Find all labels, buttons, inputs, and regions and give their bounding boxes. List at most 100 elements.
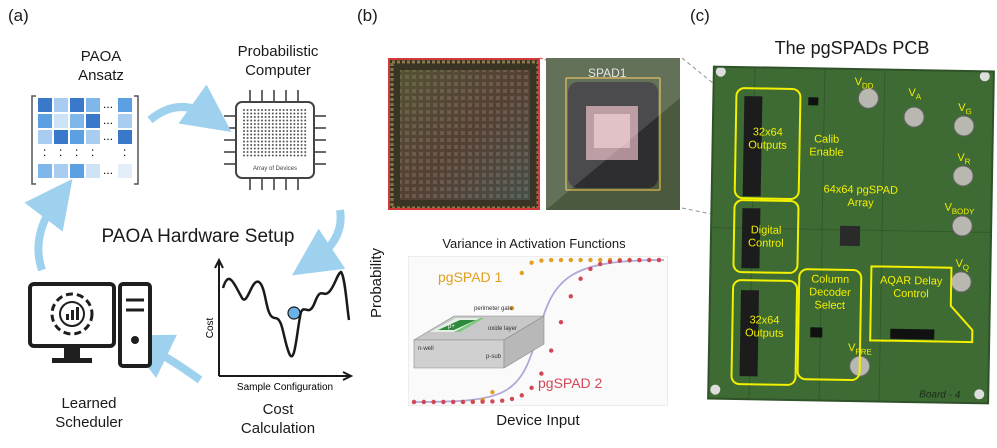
activation-xlabel: Device Input (496, 412, 580, 429)
sample-axis-label: Sample Configuration (237, 382, 333, 393)
inset-psub-label: p-sub (486, 354, 502, 360)
panel-c-label: (c) (690, 6, 710, 25)
pgspad2-point (500, 398, 505, 403)
column-decoder-label: Column Decoder Select (809, 273, 851, 312)
computer-title: Probabilistic Computer (218, 42, 338, 80)
pgspad2-point (549, 348, 554, 353)
cost-ball (287, 306, 301, 320)
pgspad2-point (451, 399, 456, 405)
pcb-board: Board - 4 32x64 Outputs Calib Enable Dig… (709, 67, 993, 403)
outputs-top-label: 32x64 Outputs (748, 126, 787, 152)
cost-line1: Cost (262, 401, 294, 418)
pgspad2-point (568, 294, 573, 299)
arrow-computer-to-cost (292, 209, 346, 276)
chip-label: Array of Devices (253, 166, 297, 172)
packaged-chip-photo: SPAD1 (546, 58, 680, 210)
digital-control-label: Digital Control (748, 224, 784, 250)
va-label: VA (908, 87, 921, 103)
panel-b-label: (b) (357, 6, 378, 25)
pgspad1-point (558, 257, 564, 263)
pgspad2-point (637, 257, 642, 263)
array-label: 64x64 pgSPAD Array (823, 183, 899, 210)
pgspad2-point (519, 393, 524, 398)
pgspad2-point (460, 399, 466, 405)
ansatz-title-line1: PAOA (80, 48, 122, 65)
pgspad1-point (588, 257, 593, 263)
pgspad2-point (627, 258, 632, 263)
pgspad1-point (539, 258, 544, 263)
activation-ylabel: Probability (368, 247, 385, 318)
activation-plot-title: Variance in Activation Functions (442, 236, 626, 251)
matrix-vdots-4: : (91, 145, 94, 159)
chip-device-grid (243, 109, 307, 157)
pgspad1-point (598, 257, 603, 263)
ansatz-title-line2: Ansatz (78, 67, 124, 84)
matrix-cells (38, 98, 132, 178)
ansatz-title: PAOA Ansatz (56, 47, 146, 85)
ansatz-matrix: ... ... ... ... : : : : : (31, 95, 139, 185)
matrix-hdots-3: ... (103, 129, 113, 143)
pgspad2-point (411, 399, 417, 405)
series2-label: pgSPAD 2 (538, 375, 603, 391)
pgspad2-points (411, 257, 662, 405)
pgspad2-point (647, 257, 652, 263)
arrow-scheduler-to-ansatz (24, 178, 73, 272)
pgspad2-point (558, 319, 564, 325)
pgspad1-point (529, 260, 534, 265)
pgspad2-point (421, 399, 426, 405)
scheduler-line1: Learned (61, 395, 117, 412)
pgspad2-point (588, 266, 593, 272)
matrix-vdots-2: : (59, 145, 62, 159)
series1-label: pgSPAD 1 (438, 269, 503, 285)
pgspad2-point (529, 385, 534, 391)
matrix-vdots-1: : (43, 145, 46, 159)
inset-p-label: p+ (448, 324, 455, 330)
pgspad1-point (519, 270, 524, 276)
calib-label: Calib Enable (809, 133, 844, 159)
vdd-label: VDD (854, 76, 874, 93)
computer-title-line2: Computer (245, 62, 311, 79)
vg-sub: G (965, 107, 972, 117)
matrix-vdots-3: : (75, 145, 78, 159)
cost-line2: Calculation (240, 420, 316, 437)
computer-title-line1: Probabilistic (237, 43, 319, 60)
panel-a-label: (a) (8, 6, 29, 25)
pgspad2-point (539, 371, 544, 376)
va-sub: A (915, 92, 922, 102)
hardware-setup-title: PAOA Hardware Setup (101, 226, 295, 247)
vq-sub: Q (962, 263, 970, 273)
vdd-sub: DD (861, 81, 874, 91)
aqar-label: AQAR Delay Control (879, 274, 943, 301)
scheduler-label: Learned Scheduler (44, 394, 134, 432)
pgspad2-point (431, 399, 436, 405)
vbody-label: VBODY (944, 202, 974, 219)
die-micrograph (388, 58, 540, 210)
vg-label: VG (958, 102, 972, 118)
matrix-hdots-4: ... (103, 163, 113, 177)
vpre-sub: PRE (855, 347, 872, 357)
inset-gate-label: perimeter gate (474, 306, 513, 312)
pgspad1-point (578, 257, 583, 263)
vq-label: VQ (955, 258, 969, 274)
matrix-hdots-1: ... (103, 97, 113, 111)
pgspad2-point (490, 399, 495, 404)
vbody-sub: BODY (951, 206, 975, 217)
outputs-bottom-label: 32x64 Outputs (744, 314, 784, 340)
activation-plot: perimeter gate p+ oxide layer n-well p-s… (408, 256, 668, 406)
pgspad1-point (490, 389, 495, 395)
pgspad1-point (509, 305, 515, 311)
pgspad2-point (656, 257, 662, 263)
matrix-vdots-5: : (123, 145, 126, 159)
spad-chip-label: SPAD1 (588, 66, 627, 80)
arrow-ansatz-to-computer (147, 84, 232, 132)
pgspad2-point (598, 261, 603, 267)
computer-icon (28, 282, 152, 368)
pgspad2-point (607, 259, 613, 265)
vpre-label: VPRE (848, 342, 872, 359)
pgspad1-point (568, 257, 573, 263)
cost-axis-label: Cost (205, 317, 216, 338)
chip-icon: Array of Devices (224, 90, 326, 190)
pgspad2-point (578, 276, 583, 281)
pcb-title: The pgSPADs PCB (774, 38, 930, 58)
pgspad2-point (480, 399, 485, 404)
